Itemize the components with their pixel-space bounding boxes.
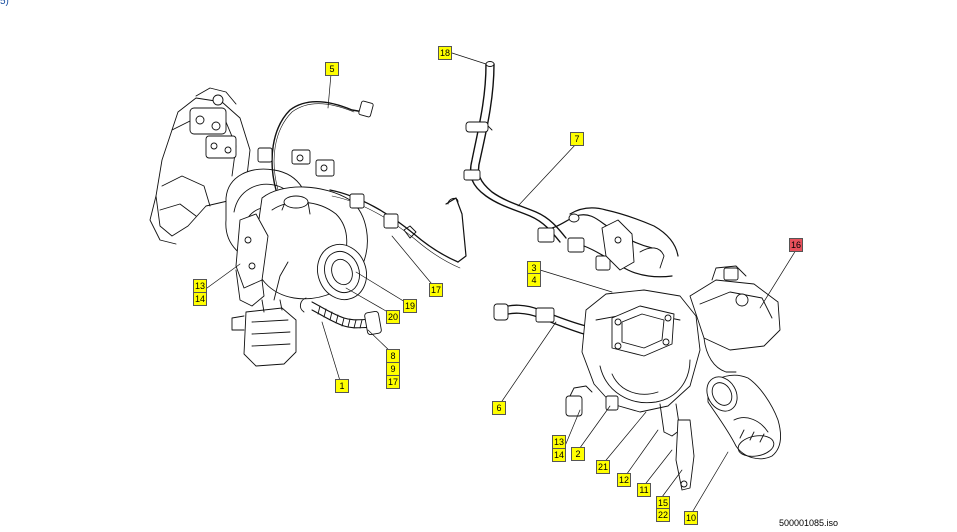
right-turbo-assembly [463, 61, 781, 491]
callout-16-selected[interactable]: 16 [789, 238, 804, 252]
callout-5[interactable]: 5 [325, 62, 339, 76]
callout-13-right[interactable]: 13 [552, 435, 567, 449]
leader-lines [206, 52, 797, 517]
left-turbo-assembly [149, 87, 467, 367]
callout-20[interactable]: 20 [386, 310, 401, 324]
callout-19[interactable]: 19 [403, 299, 418, 313]
callout-8[interactable]: 8 [386, 349, 400, 363]
callout-10[interactable]: 10 [684, 511, 699, 525]
callout-17-lower[interactable]: 17 [386, 375, 401, 389]
callout-18[interactable]: 18 [438, 46, 453, 60]
callout-17-upper[interactable]: 17 [429, 283, 444, 297]
callout-14-right[interactable]: 14 [552, 448, 567, 462]
drawing-reference: 500001085.iso [779, 518, 839, 528]
callout-2[interactable]: 2 [571, 447, 585, 461]
callout-11[interactable]: 11 [637, 483, 651, 497]
callout-9[interactable]: 9 [386, 362, 400, 376]
callout-22[interactable]: 22 [656, 508, 671, 522]
callout-12[interactable]: 12 [617, 473, 632, 487]
callout-21[interactable]: 21 [596, 460, 611, 474]
callout-1[interactable]: 1 [335, 379, 349, 393]
callout-4[interactable]: 4 [527, 273, 541, 287]
callout-6[interactable]: 6 [492, 401, 506, 415]
callout-14-left[interactable]: 14 [193, 292, 208, 306]
callout-13-left[interactable]: 13 [193, 279, 208, 293]
callout-7[interactable]: 7 [570, 132, 584, 146]
corner-text: 5) [0, 0, 9, 7]
